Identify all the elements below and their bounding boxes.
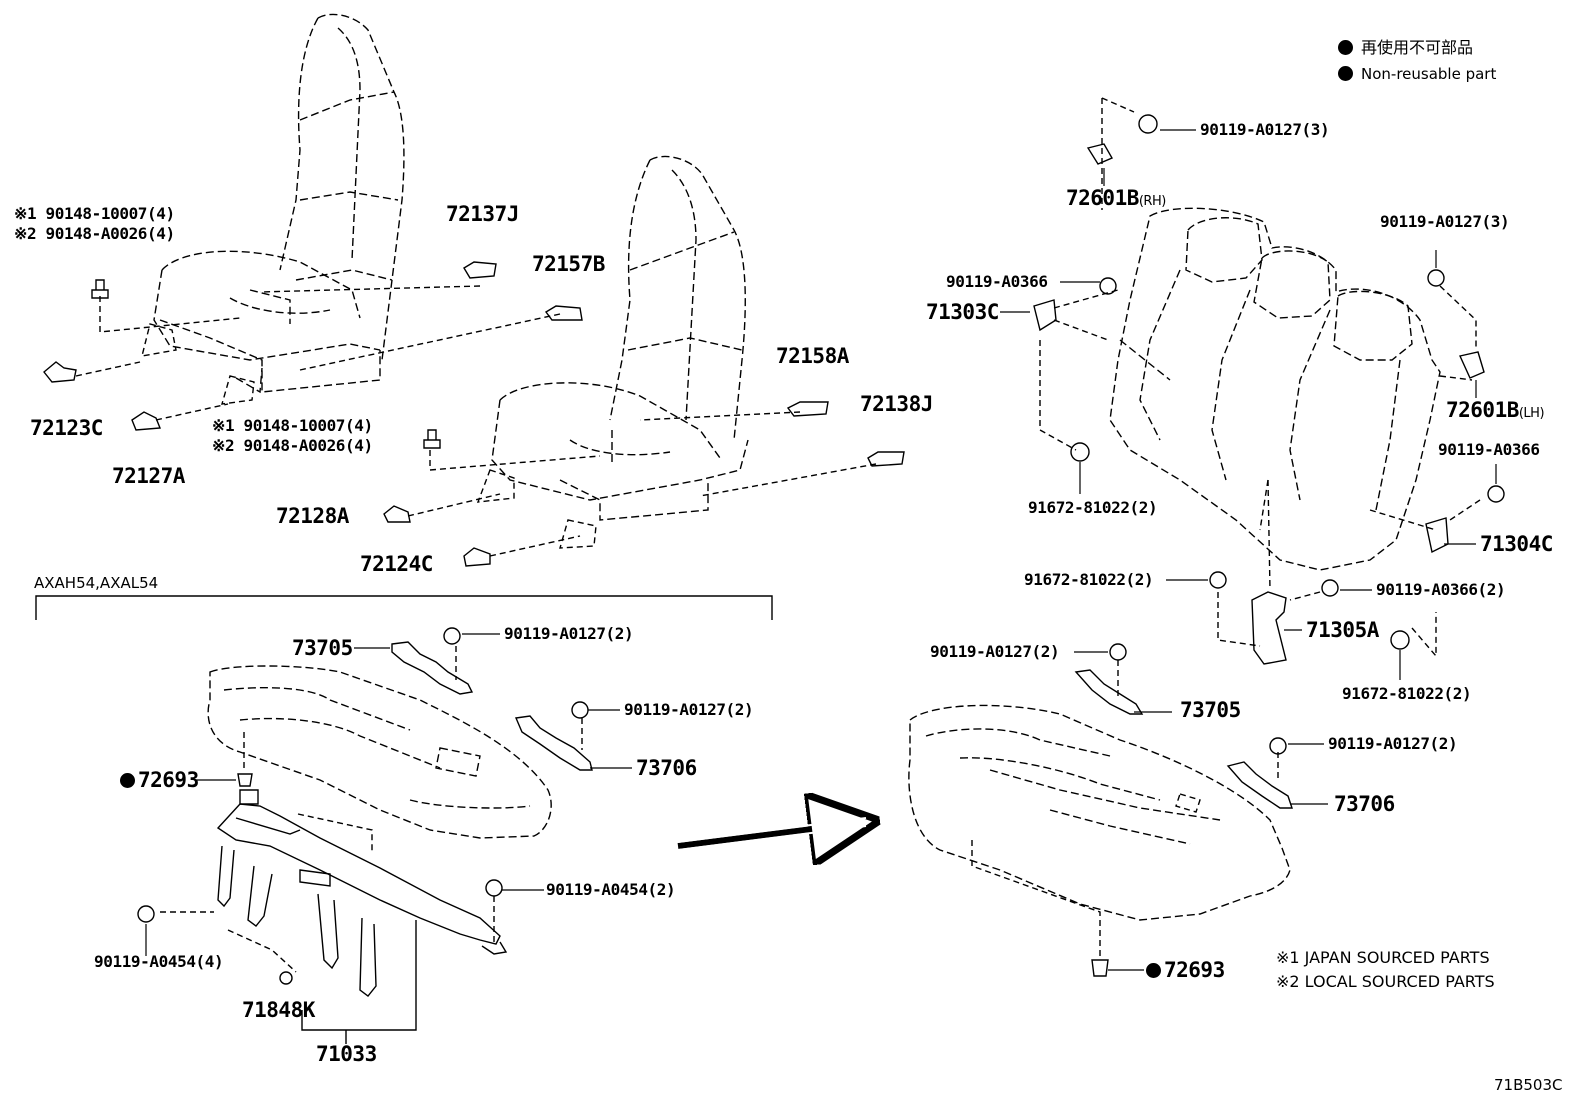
label-leaders xyxy=(145,129,1497,971)
part-label-71305a: 71305A xyxy=(1306,618,1379,642)
part-label-73705-left: 73705 xyxy=(292,636,353,660)
part-label-72693-right: 72693 xyxy=(1146,960,1225,981)
part-label-90119-a0127-2-a: 90119-A0127(2) xyxy=(504,624,634,643)
part-label-90148-10007-b: ※1 90148-10007(4) xyxy=(212,416,373,435)
rear-cushion-right xyxy=(908,704,1291,956)
part-label-90119-a0454-2: 90119-A0454(2) xyxy=(546,880,676,899)
seat-cushion-frame xyxy=(216,789,508,997)
diagram-code: 71B503C xyxy=(1494,1076,1563,1094)
rear-seat-back-fasteners xyxy=(1033,97,1505,665)
source-note-japan: ※1 JAPAN SOURCED PARTS xyxy=(1276,948,1490,967)
part-label-91672-81022-a: 91672-81022(2) xyxy=(1028,498,1158,517)
part-label-71304c: 71304C xyxy=(1480,532,1553,556)
non-reusable-marker-icon xyxy=(1338,40,1353,55)
variant-bracket xyxy=(35,595,773,620)
part-label-73706-left: 73706 xyxy=(636,756,697,780)
part-label-71848k: 71848K xyxy=(242,998,315,1022)
non-reusable-marker-icon xyxy=(1338,66,1353,81)
part-label-72127a: 72127A xyxy=(112,464,185,488)
part-label-90148-a0026-a: ※2 90148-A0026(4) xyxy=(14,224,175,243)
part-label-72157b: 72157B xyxy=(532,252,605,276)
part-label-71303c: 71303C xyxy=(926,300,999,324)
part-label-72124c: 72124C xyxy=(360,552,433,576)
part-label-90148-a0026-b: ※2 90148-A0026(4) xyxy=(212,436,373,455)
part-label-72601b-lh: 72601B(LH) xyxy=(1446,398,1545,422)
part-label-91672-81022-c: 91672-81022(2) xyxy=(1342,684,1472,703)
legend-line-en: Non-reusable part xyxy=(1338,66,1496,82)
part-label-90119-a0127-3-a: 90119-A0127(3) xyxy=(1200,120,1330,139)
part-label-73705-right: 73705 xyxy=(1180,698,1241,722)
part-label-72137j: 72137J xyxy=(446,202,519,226)
rear-seat-back xyxy=(1109,207,1441,591)
non-reusable-marker-icon xyxy=(1146,963,1161,978)
part-label-90119-a0127-3-b: 90119-A0127(3) xyxy=(1380,212,1510,231)
direction-arrow xyxy=(677,822,868,846)
part-label-90119-a0127-2-b: 90119-A0127(2) xyxy=(624,700,754,719)
non-reusable-marker-icon xyxy=(120,773,135,788)
part-label-72128a: 72128A xyxy=(276,504,349,528)
front-seat-right xyxy=(476,155,749,549)
part-label-90119-a0127-2-d: 90119-A0127(2) xyxy=(1328,734,1458,753)
left-seat-fasteners xyxy=(43,261,905,567)
rear-cushion-left-fasteners xyxy=(137,627,593,1044)
part-label-90148-10007-a: ※1 90148-10007(4) xyxy=(14,204,175,223)
rear-cushion-right-fasteners xyxy=(1074,643,1293,977)
legend-line-jp: 再使用不可部品 xyxy=(1338,40,1473,56)
part-label-72693-left: 72693 xyxy=(120,770,199,791)
part-label-72138j: 72138J xyxy=(860,392,933,416)
part-label-72123c: 72123C xyxy=(30,416,103,440)
part-label-91672-81022-b: 91672-81022(2) xyxy=(1024,570,1154,589)
part-label-90119-a0454-4: 90119-A0454(4) xyxy=(94,952,224,971)
rear-cushion-left xyxy=(207,665,552,852)
source-note-local: ※2 LOCAL SOURCED PARTS xyxy=(1276,972,1495,991)
part-label-90119-a0366-b: 90119-A0366 xyxy=(1438,440,1540,459)
variant-label: AXAH54,AXAL54 xyxy=(34,574,159,592)
part-label-71033: 71033 xyxy=(316,1042,377,1066)
front-seat-left xyxy=(141,13,405,405)
part-label-90119-a0127-2-c: 90119-A0127(2) xyxy=(930,642,1060,661)
part-label-90119-a0366-a: 90119-A0366 xyxy=(946,272,1048,291)
part-label-73706-right: 73706 xyxy=(1334,792,1395,816)
part-label-72158a: 72158A xyxy=(776,344,849,368)
part-label-72601b-rh: 72601B(RH) xyxy=(1066,186,1166,210)
part-label-90119-a0366-2: 90119-A0366(2) xyxy=(1376,580,1506,599)
